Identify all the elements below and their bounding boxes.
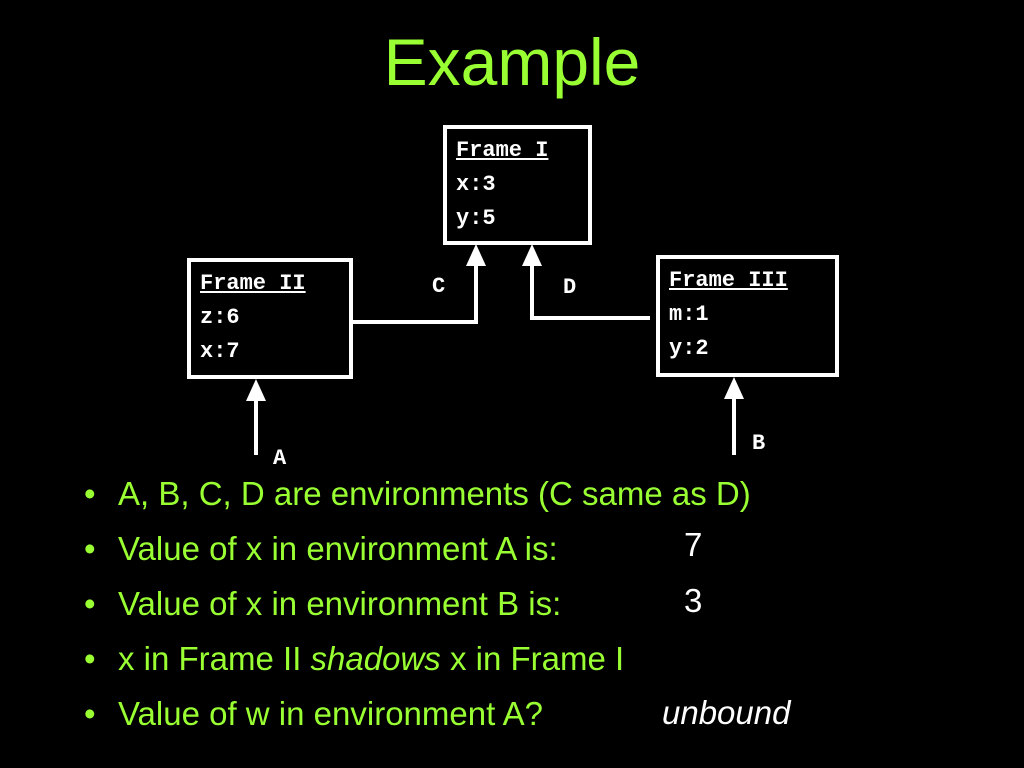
frame-1-name: Frame I — [456, 138, 549, 163]
answer-unbound: unbound — [662, 694, 791, 731]
arrow-c-head — [466, 244, 486, 266]
connector-c-line — [352, 262, 478, 324]
label-b: B — [752, 431, 766, 456]
answer-env-a: 7 — [684, 526, 703, 563]
frame-1-binding: x:3 — [456, 172, 496, 197]
frame-3-binding: m:1 — [669, 302, 709, 327]
frame-1-box: Frame I x:3 y:5 — [443, 125, 592, 245]
frame-2-box: Frame II z:6 x:7 — [187, 258, 353, 379]
bullet-text: Value of w in environment A? — [118, 695, 543, 732]
bullet-item: •Value of x in environment B is: — [84, 585, 562, 622]
connector-d-line — [530, 262, 650, 320]
bullet-text: Value of x in environment B is: — [118, 585, 562, 622]
bullet-list: •A, B, C, D are environments (C same as … — [84, 468, 751, 743]
frame-2-binding: z:6 — [200, 305, 240, 330]
label-d: D — [563, 275, 577, 300]
arrow-d-head — [522, 244, 542, 266]
answer-env-b: 3 — [684, 582, 703, 619]
frame-3-binding: y:2 — [669, 336, 709, 361]
frame-3-name: Frame III — [669, 268, 788, 293]
bullet-item: •A, B, C, D are environments (C same as … — [84, 475, 751, 512]
bullet-item: •Value of w in environment A? — [84, 695, 543, 732]
arrow-b-head — [724, 377, 744, 399]
bullet-text-pre: x in Frame II — [118, 640, 311, 677]
bullet-text-emphasis: shadows — [310, 640, 441, 677]
label-a: A — [273, 446, 287, 471]
frame-2-name: Frame II — [200, 271, 306, 296]
arrow-a-head — [246, 379, 266, 401]
bullet-text: Value of x in environment A is: — [118, 530, 558, 567]
frame-3-box: Frame III m:1 y:2 — [656, 255, 839, 377]
slide-title: Example — [383, 25, 641, 99]
bullet-item: •Value of x in environment A is: — [84, 530, 558, 567]
frame-1-binding: y:5 — [456, 206, 496, 231]
label-c: C — [432, 274, 446, 299]
bullet-item: •x in Frame II shadows x in Frame I — [84, 640, 625, 677]
bullet-text: A, B, C, D are environments (C same as D… — [118, 475, 751, 512]
frame-2-binding: x:7 — [200, 339, 240, 364]
bullet-text-post: x in Frame I — [440, 640, 625, 677]
